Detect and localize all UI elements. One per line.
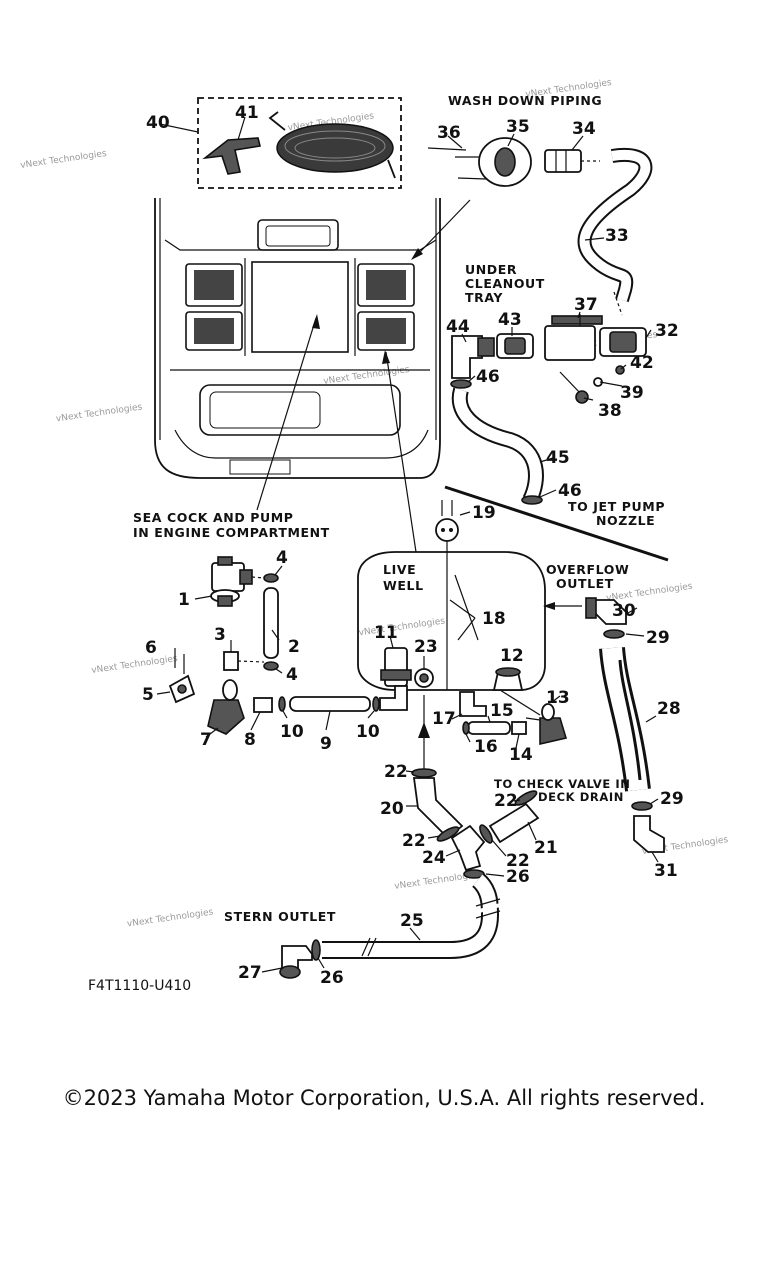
label-live-well-2: WELL xyxy=(383,578,424,593)
pointer-arrows xyxy=(256,199,582,610)
live-well xyxy=(357,500,546,720)
callout-7: 7 xyxy=(200,730,212,750)
callout-35: 35 xyxy=(506,117,530,137)
callout-30: 30 xyxy=(612,601,636,621)
callout-22c: 22 xyxy=(402,831,426,851)
callout-22a: 22 xyxy=(384,762,408,782)
overflow-outlet xyxy=(585,597,665,863)
callout-29a: 29 xyxy=(646,628,670,648)
callout-10a: 10 xyxy=(280,722,304,742)
callout-2: 2 xyxy=(288,637,300,657)
callout-45: 45 xyxy=(546,448,570,468)
label-stern-outlet: STERN OUTLET xyxy=(224,909,336,924)
label-sea-cock-1: SEA COCK AND PUMP xyxy=(133,510,294,525)
label-under-cleanout-3: TRAY xyxy=(465,290,503,305)
watermark-8: vNext Technologies xyxy=(358,616,446,638)
callout-3: 3 xyxy=(214,625,226,645)
callout-39: 39 xyxy=(620,383,644,403)
callout-37: 37 xyxy=(574,295,598,315)
callout-36: 36 xyxy=(437,123,461,143)
live-well-right-fittings xyxy=(462,689,568,749)
callout-13: 13 xyxy=(546,688,570,708)
callout-41: 41 xyxy=(235,103,259,123)
label-under-cleanout-2: CLEANOUT xyxy=(465,276,545,291)
copyright-notice: ©2023 Yamaha Motor Corporation, U.S.A. A… xyxy=(62,1086,706,1110)
callout-27: 27 xyxy=(238,963,262,983)
callout-17: 17 xyxy=(432,709,456,729)
callout-22b: 22 xyxy=(494,791,518,811)
label-overflow-2: OUTLET xyxy=(556,576,614,591)
callout-9: 9 xyxy=(320,734,332,754)
callout-38: 38 xyxy=(598,401,622,421)
callout-6: 6 xyxy=(145,638,157,658)
watermark-1: vNext Technologies xyxy=(20,149,108,171)
label-wash-down-piping: WASH DOWN PIPING xyxy=(448,93,602,108)
section-divider xyxy=(444,485,669,562)
callout-34: 34 xyxy=(572,119,596,139)
callout-11: 11 xyxy=(374,623,398,643)
callout-12: 12 xyxy=(500,646,524,666)
callout-29b: 29 xyxy=(660,789,684,809)
callout-46a: 46 xyxy=(476,367,500,387)
label-jet-pump-1: TO JET PUMP xyxy=(568,499,665,514)
boat-deck-illustration xyxy=(154,198,441,479)
callout-14: 14 xyxy=(509,745,533,765)
callout-21: 21 xyxy=(534,838,558,858)
section-labels: WASH DOWN PIPING UNDER CLEANOUT TRAY SEA… xyxy=(88,93,665,994)
label-check-valve-1: TO CHECK VALVE IN xyxy=(494,777,631,791)
callout-46b: 46 xyxy=(558,481,582,501)
watermark-7: vNext Technologies xyxy=(91,654,179,676)
washdown-hose-kit xyxy=(159,97,402,189)
callout-43: 43 xyxy=(498,310,522,330)
diagram-code: F4T1110-U410 xyxy=(88,978,191,994)
callout-40: 40 xyxy=(146,113,170,133)
callout-25: 25 xyxy=(400,911,424,931)
wash-down-piping xyxy=(427,133,653,505)
callout-33: 33 xyxy=(605,226,629,246)
callout-10b: 10 xyxy=(356,722,380,742)
watermark-4: vNext Technologies xyxy=(55,402,143,424)
callout-28: 28 xyxy=(657,699,681,719)
stern-drain-assembly xyxy=(261,695,540,979)
label-under-cleanout-1: UNDER xyxy=(465,262,517,277)
callout-18: 18 xyxy=(482,609,506,629)
callout-15: 15 xyxy=(490,701,514,721)
callout-42: 42 xyxy=(630,353,654,373)
watermark-10: vNext Technologies xyxy=(126,907,214,929)
label-overflow-1: OVERFLOW xyxy=(546,562,629,577)
callout-4b: 4 xyxy=(286,665,298,685)
label-sea-cock-2: IN ENGINE COMPARTMENT xyxy=(133,525,330,540)
label-live-well-1: LIVE xyxy=(383,562,416,577)
callout-32: 32 xyxy=(655,321,679,341)
callout-22d: 22 xyxy=(506,851,530,871)
callout-26b: 26 xyxy=(320,968,344,988)
callout-19: 19 xyxy=(472,503,496,523)
callout-4a: 4 xyxy=(276,548,288,568)
callout-44: 44 xyxy=(446,317,470,337)
label-check-valve-2: DECK DRAIN xyxy=(538,790,624,804)
watermark-5: vNext Technologies xyxy=(323,365,411,387)
callout-26a: 26 xyxy=(506,867,530,887)
callout-1: 1 xyxy=(178,590,190,610)
callout-20: 20 xyxy=(380,799,404,819)
callout-31: 31 xyxy=(654,861,678,881)
sea-cock-assembly xyxy=(156,556,408,738)
callout-5: 5 xyxy=(142,685,154,705)
callout-24: 24 xyxy=(422,848,446,868)
label-jet-pump-2: NOZZLE xyxy=(596,513,655,528)
callout-numbers: 40 41 36 35 34 33 37 32 43 44 42 46 39 3… xyxy=(142,103,684,988)
callout-16: 16 xyxy=(474,737,498,757)
coiled-hose-icon xyxy=(268,111,396,179)
callout-8: 8 xyxy=(244,730,256,750)
callout-23: 23 xyxy=(414,637,438,657)
